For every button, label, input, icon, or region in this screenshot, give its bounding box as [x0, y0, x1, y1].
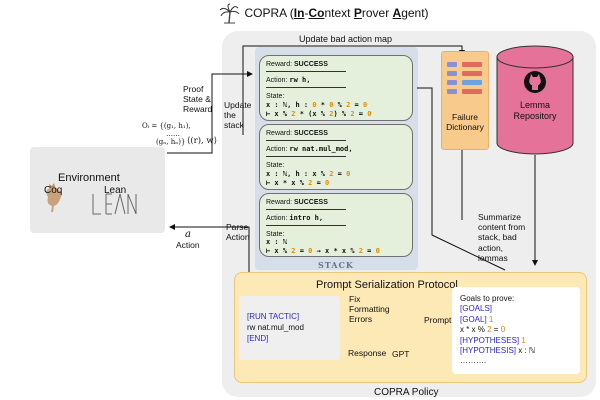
response-label: Response	[348, 348, 387, 358]
update-stack-label: Update the stack	[224, 100, 252, 131]
summarize-label: Summarize content from stack, bad action…	[478, 212, 526, 263]
palm-tree-icon	[219, 3, 240, 24]
prompt-label: Prompt	[424, 315, 452, 325]
stack-card-3: Reward: SUCCESS Action: intro h, State: …	[259, 193, 413, 257]
lean-label: Lean	[104, 185, 127, 196]
reward-formula: ⟨(r), w⟩	[187, 136, 218, 146]
gpt-label: GPT	[392, 349, 410, 359]
page-title: COPRA (In-Context Prover Agent)	[244, 6, 429, 20]
stack-card-1: Reward: SUCCESS Action: rw h, State: x :…	[259, 55, 413, 121]
environment-title: Environment	[58, 172, 120, 184]
lemma-repository-label: Lemma Repository	[513, 100, 557, 122]
coq-label: Coq	[44, 185, 63, 196]
observation-formula: Oᵢ = {(g₁, h₁), …… (gₙ, hₙ)}	[142, 122, 191, 146]
fix-errors-label: Fix Formatting Errors	[349, 294, 390, 325]
update-map-label: Update bad action map	[299, 34, 393, 44]
failure-dictionary-label: Failure Dictionary	[446, 112, 484, 133]
parse-action-label: Parse Action	[226, 222, 250, 243]
failure-dictionary-box: Failure Dictionary	[441, 51, 489, 150]
protocol-title: Prompt Serialization Protocol	[316, 279, 458, 291]
title-row: COPRA (In-Context Prover Agent)	[218, 2, 429, 24]
proof-state-label: Proof State & Reward	[183, 84, 213, 115]
stack-label: STACK	[318, 260, 354, 270]
goals-prompt-box: Goals to prove: [GOALS] [GOAL] 1 x * x %…	[452, 287, 580, 374]
tactic-response-box: [RUN TACTIC] rw nat.mul_mod [END]	[239, 296, 340, 360]
action-label: Action	[176, 240, 200, 250]
action-symbol: a	[185, 229, 191, 240]
stack-card-2: Reward: SUCCESS Action: rw nat.mul_mod, …	[259, 124, 413, 190]
policy-label: COPRA Policy	[374, 387, 439, 398]
